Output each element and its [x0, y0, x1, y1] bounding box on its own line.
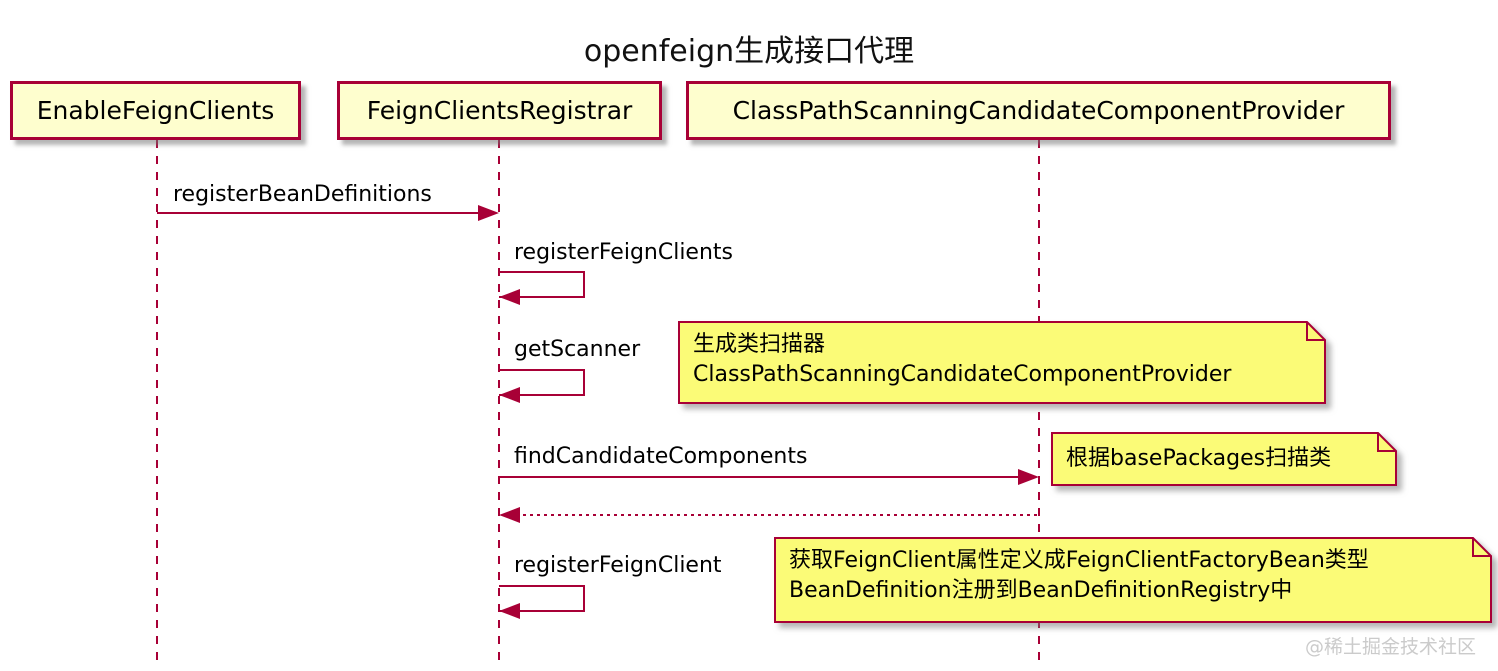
message-label-getscanner: getScanner	[514, 337, 641, 362]
watermark: @稀土掘金技术社区	[1304, 636, 1476, 658]
note-shape	[678, 321, 1326, 404]
arrowhead-left-icon	[499, 603, 520, 619]
return-arrow	[516, 514, 1038, 516]
self-call-loop	[499, 271, 585, 298]
note-line: 获取FeignClient属性定义成FeignClientFactoryBean…	[789, 548, 1369, 573]
participant-enablefeignclients: EnableFeignClients	[10, 81, 301, 140]
note-shape	[774, 537, 1492, 623]
lifeline-enablefeignclients	[156, 140, 158, 662]
participant-label: EnableFeignClients	[36, 96, 275, 125]
message-label-registerfeignclients: registerFeignClients	[514, 240, 734, 265]
message-label-findcandidatecomponents: findCandidateComponents	[514, 444, 808, 469]
note-basepackages: 根据basePackages扫描类	[1051, 432, 1397, 486]
note-text: 根据basePackages扫描类	[1051, 432, 1397, 486]
note-line: 生成类扫描器	[693, 332, 826, 357]
arrowhead-left-icon	[499, 507, 520, 523]
arrowhead-right-icon	[1018, 469, 1039, 485]
participant-feignclientsregistrar: FeignClientsRegistrar	[337, 81, 662, 140]
note-text: 生成类扫描器 ClassPathScanningCandidateCompone…	[678, 321, 1326, 404]
note-registerfeignclient: 获取FeignClient属性定义成FeignClientFactoryBean…	[774, 537, 1492, 623]
note-text: 获取FeignClient属性定义成FeignClientFactoryBean…	[774, 537, 1492, 623]
diagram-title: openfeign生成接口代理	[583, 34, 915, 69]
message-label-registerbeandefinitions: registerBeanDefinitions	[173, 182, 432, 207]
message-arrow-findcandidatecomponents	[499, 476, 1023, 478]
participant-label: ClassPathScanningCandidateComponentProvi…	[732, 96, 1345, 125]
note-line: BeanDefinition注册到BeanDefinitionRegistry中	[789, 578, 1293, 604]
self-call-loop	[499, 369, 585, 396]
arrowhead-right-icon	[478, 205, 499, 221]
note-line: ClassPathScanningCandidateComponentProvi…	[693, 362, 1232, 388]
note-line: 根据basePackages扫描类	[1066, 445, 1332, 471]
note-scanner: 生成类扫描器 ClassPathScanningCandidateCompone…	[678, 321, 1326, 404]
participant-classpathscanner: ClassPathScanningCandidateComponentProvi…	[686, 81, 1391, 140]
self-call-loop	[499, 585, 585, 612]
message-label-registerfeignclient: registerFeignClient	[514, 553, 722, 578]
note-shape	[1051, 432, 1397, 486]
message-arrow-registerbeandefinitions	[157, 212, 483, 214]
arrowhead-left-icon	[499, 289, 520, 305]
participant-label: FeignClientsRegistrar	[366, 96, 633, 125]
arrowhead-left-icon	[499, 387, 520, 403]
